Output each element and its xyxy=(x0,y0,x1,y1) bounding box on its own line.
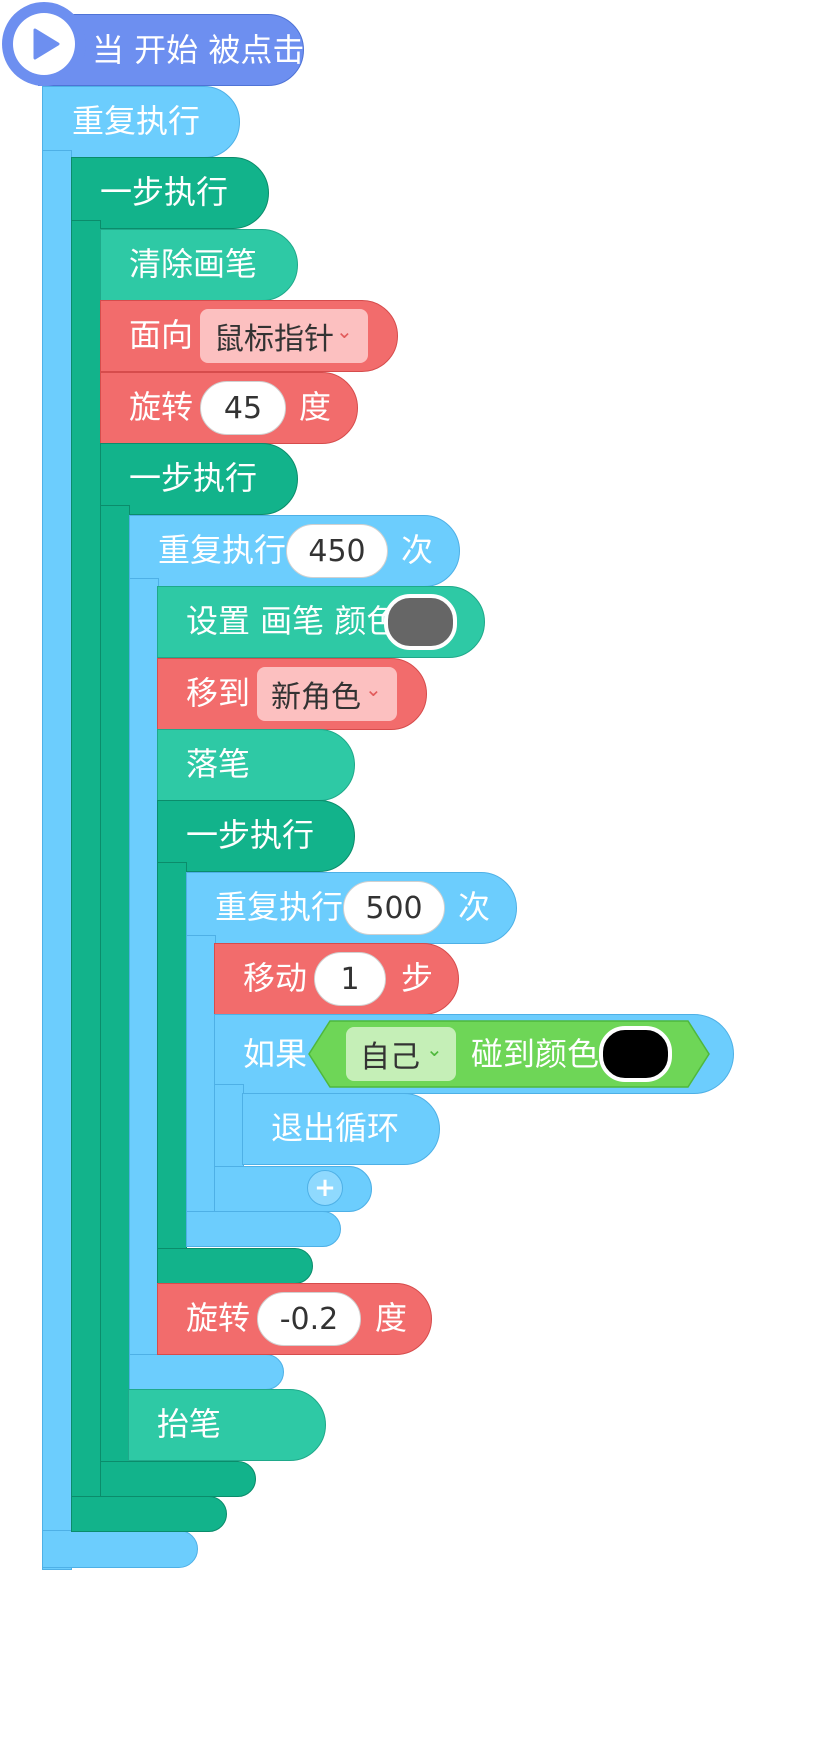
face-toward-value: 鼠标指针 xyxy=(214,322,334,357)
repeat-forever-foot xyxy=(42,1530,198,1568)
step-exec-3-label: 一步执行 xyxy=(186,816,315,854)
move-steps-unit: 步 xyxy=(401,959,434,997)
turn-45-label: 旋转 xyxy=(129,388,194,426)
pen-down-block[interactable] xyxy=(157,729,355,801)
step-exec-2-head[interactable] xyxy=(100,443,298,515)
repeat-500-arm xyxy=(186,935,216,1247)
chevron-down-icon: ⌄ xyxy=(336,319,353,343)
touch-color-swatch[interactable] xyxy=(599,1026,672,1082)
step-exec-1-arm xyxy=(71,220,101,1532)
add-branch-button[interactable]: + xyxy=(307,1170,343,1206)
play-button[interactable] xyxy=(2,2,86,86)
repeat-450-unit: 次 xyxy=(401,531,434,569)
step-exec-2-foot xyxy=(100,1461,256,1497)
step-exec-1-foot xyxy=(71,1496,227,1532)
move-to-value: 新角色 xyxy=(271,680,361,715)
step-exec-1-head[interactable] xyxy=(71,157,269,229)
if-block-foot xyxy=(214,1166,372,1212)
self-dropdown[interactable]: 自己 ⌄ xyxy=(346,1027,456,1081)
step-exec-3-foot xyxy=(157,1248,313,1284)
move-to-dropdown[interactable]: 新角色 ⌄ xyxy=(257,667,397,721)
if-label: 如果 xyxy=(243,1035,308,1073)
step-exec-3-head[interactable] xyxy=(157,800,355,872)
repeat-forever-head[interactable] xyxy=(42,86,240,158)
pen-color-swatch[interactable] xyxy=(384,594,457,650)
hat-label: 当 开始 被点击 xyxy=(92,31,305,69)
pen-down-label: 落笔 xyxy=(186,745,251,783)
repeat-forever-label: 重复执行 xyxy=(72,102,201,140)
turn-neg-unit: 度 xyxy=(375,1299,408,1337)
move-steps-label: 移动 xyxy=(243,959,308,997)
repeat-500-input[interactable]: 500 xyxy=(343,881,445,935)
repeat-500-foot xyxy=(186,1211,341,1247)
repeat-450-arm xyxy=(129,578,159,1390)
plus-icon: + xyxy=(314,1173,336,1203)
break-loop-block[interactable] xyxy=(242,1093,440,1165)
repeat-forever-arm xyxy=(42,150,72,1570)
repeat-500-unit: 次 xyxy=(458,888,491,926)
touch-color-label: 碰到颜色 xyxy=(471,1035,600,1073)
move-steps-input[interactable]: 1 xyxy=(314,952,386,1006)
pen-up-block[interactable] xyxy=(128,1389,326,1461)
repeat-450-foot xyxy=(129,1354,284,1390)
repeat-450-input[interactable]: 450 xyxy=(286,524,388,578)
step-exec-1-label: 一步执行 xyxy=(100,173,229,211)
break-loop-label: 退出循环 xyxy=(271,1109,400,1147)
face-toward-label: 面向 xyxy=(129,316,194,354)
chevron-down-icon: ⌄ xyxy=(426,1037,443,1061)
turn-45-unit: 度 xyxy=(299,388,332,426)
chevron-down-icon: ⌄ xyxy=(365,677,382,701)
set-pen-color-label: 设置 画笔 颜色 xyxy=(186,602,399,640)
face-toward-dropdown[interactable]: 鼠标指针 ⌄ xyxy=(200,309,368,363)
play-icon xyxy=(33,28,60,60)
step-exec-3-arm xyxy=(157,862,187,1284)
repeat-450-label: 重复执行 xyxy=(158,531,287,569)
pen-up-label: 抬笔 xyxy=(157,1405,222,1443)
turn-45-input[interactable]: 45 xyxy=(200,381,286,435)
step-exec-2-label: 一步执行 xyxy=(129,459,258,497)
step-exec-2-arm xyxy=(100,505,130,1497)
repeat-500-label: 重复执行 xyxy=(215,888,344,926)
turn-neg-input[interactable]: -0.2 xyxy=(257,1292,361,1346)
self-value: 自己 xyxy=(360,1040,420,1075)
move-to-label: 移到 xyxy=(186,674,251,712)
turn-neg-label: 旋转 xyxy=(186,1299,251,1337)
clear-pen-label: 清除画笔 xyxy=(129,245,258,283)
